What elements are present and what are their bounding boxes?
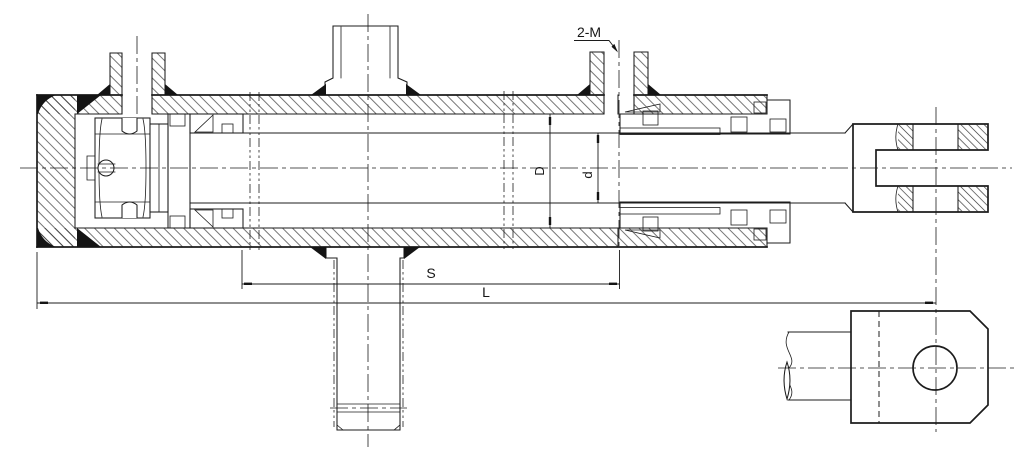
gland-seals [619,101,787,241]
label-rod-diameter: d [580,171,595,178]
label-bore-diameter: D [532,166,547,175]
label-port-thread: 2-M [577,24,601,40]
label-stroke-dimension: S [426,265,435,281]
rod-bushing-bottom [619,207,721,215]
dimension-L: L [36,252,936,309]
port-left [109,52,166,115]
piston-seal-top [169,113,186,127]
guide-sleeve-bottom [189,208,244,229]
break-lines [249,91,514,250]
dimension-S: S [241,250,620,289]
weld-fillets [37,84,661,259]
dimension-bore-D: D [532,114,552,228]
piston-rod [189,132,846,204]
label-length-dimension: L [482,284,490,300]
rod-bushing-top [619,127,721,135]
piston-seal-bottom [169,215,186,229]
clevis-pin-hole-edges [912,123,959,213]
rod-side-view [787,331,852,401]
port-2m [589,51,649,115]
port-thread-callout: 2-M [574,24,618,53]
clevis-block-side [850,310,989,424]
dimension-rod-d: d [580,133,600,203]
centerlines [20,14,1014,447]
rear-cap-section [37,95,75,247]
clevis-front-view [844,123,989,213]
leader-arrowhead [611,43,618,53]
